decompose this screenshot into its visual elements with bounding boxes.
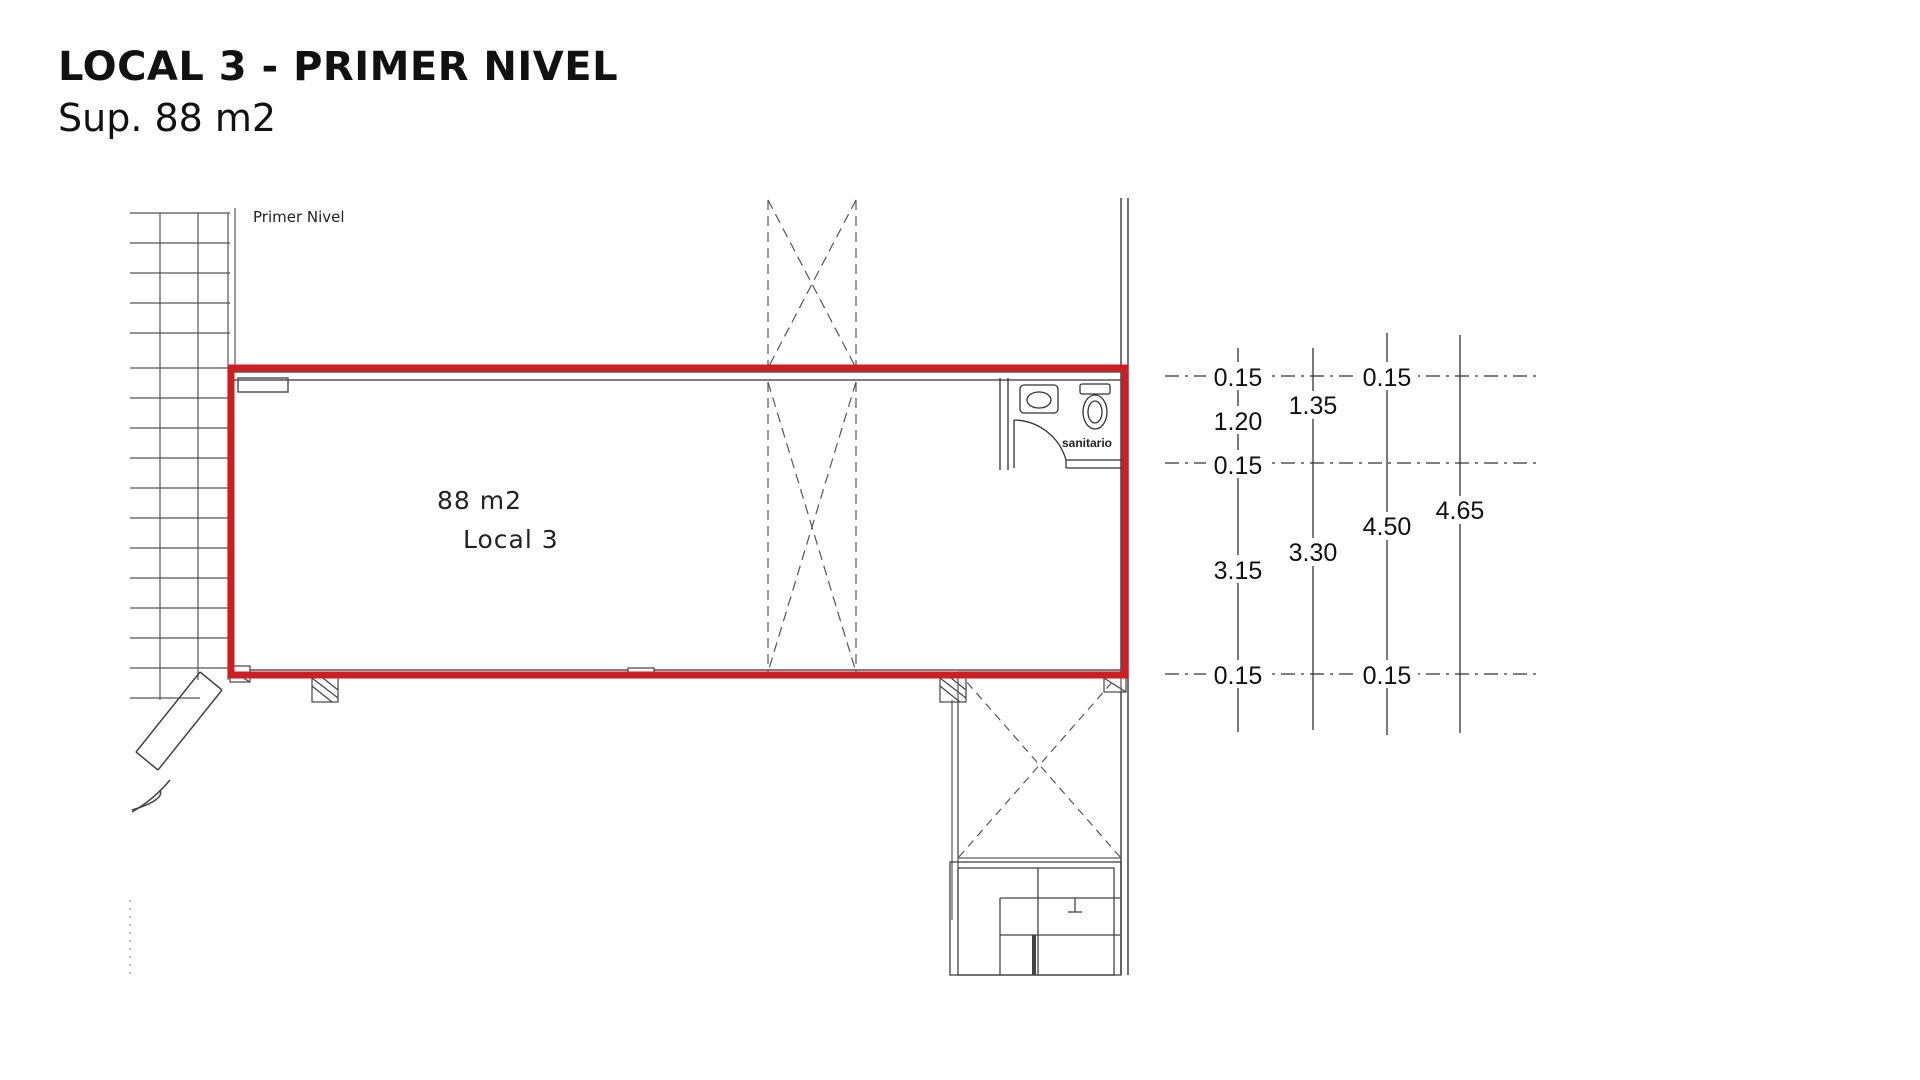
dim-upper-band: 1.35 <box>1289 392 1338 420</box>
bathroom <box>999 378 1124 470</box>
room-name-label: Local 3 <box>463 525 559 554</box>
page-title: LOCAL 3 - PRIMER NIVEL <box>58 44 619 90</box>
bathroom-label: sanitario <box>1062 436 1112 450</box>
dim-bottom-wall: 0.15 <box>1214 662 1263 690</box>
room-area-label: 88 m2 <box>437 486 522 515</box>
dim-bathroom-depth: 1.20 <box>1214 408 1263 436</box>
left-stair-grid <box>130 208 236 700</box>
upper-void-area <box>767 199 857 369</box>
dim-top-wall: 0.15 <box>1214 364 1263 392</box>
lower-shaft <box>951 671 1122 920</box>
dim-main-depth: 3.15 <box>1214 557 1263 585</box>
dim-total-depth: 4.65 <box>1436 497 1485 525</box>
inner-void-area <box>767 381 857 673</box>
entry-door <box>131 671 223 813</box>
interior-walls <box>232 371 1124 677</box>
dim-outer-bottom-wall: 0.15 <box>1363 662 1412 690</box>
local-3-outline <box>227 364 1129 679</box>
dim-bathroom-wall: 0.15 <box>1214 452 1263 480</box>
lower-stair <box>949 861 1122 976</box>
level-label: Primer Nivel <box>253 208 345 226</box>
dimension-values: 0.15 1.20 0.15 3.15 0.15 1.35 3.30 0.15 … <box>1206 362 1491 690</box>
dim-outer-top-wall: 0.15 <box>1363 364 1412 392</box>
dim-lower-band: 3.30 <box>1289 539 1338 567</box>
dim-inner-depth: 4.50 <box>1363 513 1412 541</box>
page-subtitle: Sup. 88 m2 <box>58 96 277 140</box>
